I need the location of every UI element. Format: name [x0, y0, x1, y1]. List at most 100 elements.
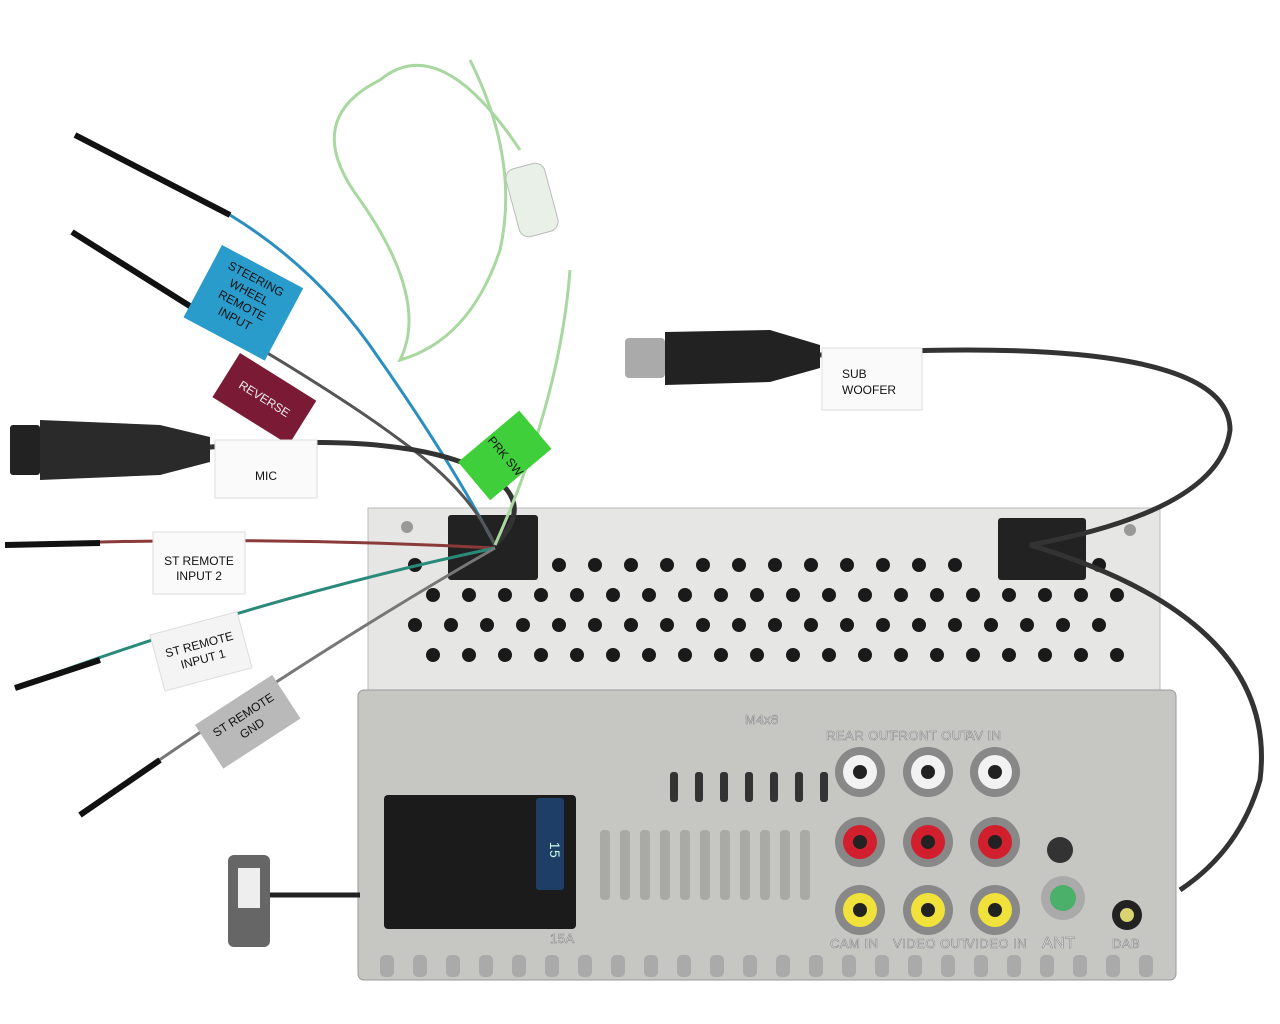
tag-text: ST REMOTE — [164, 554, 234, 568]
tag-text: SUB — [842, 367, 867, 381]
vent-hole — [1002, 588, 1016, 602]
vent-hole — [1038, 648, 1052, 662]
subwoofer-plug — [665, 330, 820, 385]
screw — [1124, 524, 1136, 536]
rca-plug-subwoofer — [625, 338, 665, 378]
vent-hole — [732, 558, 746, 572]
vent-hole — [498, 588, 512, 602]
rib — [1040, 955, 1054, 977]
fuse-label: 15 — [547, 842, 563, 859]
rib — [1007, 955, 1021, 977]
front-out-label: FRONT OUT — [890, 728, 970, 743]
slot — [670, 772, 678, 802]
vent-hole — [660, 618, 674, 632]
ant-label: ANT — [1042, 935, 1076, 952]
av-in-label: AV IN — [966, 728, 1002, 743]
reverse-tag: REVERSE — [212, 353, 317, 445]
st-remote-input2-tag: ST REMOTE INPUT 2 — [152, 531, 246, 595]
vent-hole — [912, 618, 926, 632]
rib — [620, 830, 630, 900]
slot — [820, 772, 828, 802]
vent-hole — [552, 558, 566, 572]
rib — [600, 830, 610, 900]
small-jack — [1047, 837, 1073, 863]
screw-marking: M4x8 — [745, 712, 779, 727]
vent-hole — [1074, 648, 1088, 662]
vent-hole — [696, 618, 710, 632]
rib — [644, 955, 658, 977]
vent-hole — [948, 618, 962, 632]
vent-hole — [930, 648, 944, 662]
slot — [745, 772, 753, 802]
vent-hole — [786, 588, 800, 602]
vent-hole — [894, 588, 908, 602]
rib — [780, 830, 790, 900]
rca-jacks — [835, 747, 1020, 935]
inline-fuse-holder — [505, 162, 559, 238]
slot — [795, 772, 803, 802]
vent-hole — [642, 648, 656, 662]
rib — [660, 830, 670, 900]
vent-hole — [444, 618, 458, 632]
slot — [770, 772, 778, 802]
vent-hole — [966, 648, 980, 662]
rib — [578, 955, 592, 977]
vent-hole — [642, 588, 656, 602]
rib — [974, 955, 988, 977]
rib — [776, 955, 790, 977]
rib — [380, 955, 394, 977]
rib — [760, 830, 770, 900]
screw — [401, 521, 413, 533]
vent-hole — [408, 618, 422, 632]
vent-hole — [624, 558, 638, 572]
vent-hole — [480, 618, 494, 632]
vent-hole — [426, 648, 440, 662]
vent-hole — [786, 648, 800, 662]
vent-hole — [822, 588, 836, 602]
vent-hole — [1056, 618, 1070, 632]
st-remote-gnd-tag: ST REMOTE GND — [195, 674, 301, 769]
rib — [512, 955, 526, 977]
vent-hole — [534, 588, 548, 602]
rear-out-label: REAR OUT — [826, 728, 897, 743]
vent-hole — [768, 618, 782, 632]
vent-holes — [408, 558, 1124, 662]
rib — [875, 955, 889, 977]
subwoofer-tag: SUB WOOFER — [821, 347, 923, 411]
vent-hole — [750, 648, 764, 662]
vent-hole — [498, 648, 512, 662]
vent-hole — [858, 648, 872, 662]
vent-hole — [1002, 648, 1016, 662]
vent-hole — [1092, 618, 1106, 632]
vent-hole — [570, 588, 584, 602]
rib — [908, 955, 922, 977]
video-in-label: VIDEO IN — [966, 936, 1027, 951]
iso-connector[interactable] — [384, 795, 576, 929]
rib — [941, 955, 955, 977]
vent-hole — [768, 558, 782, 572]
slot — [695, 772, 703, 802]
vent-hole — [462, 648, 476, 662]
tag-text: INPUT 2 — [176, 569, 222, 583]
steering-wheel-remote-tag: STEERING WHEEL REMOTE INPUT — [183, 245, 304, 361]
vent-hole — [534, 648, 548, 662]
rib — [800, 830, 810, 900]
vent-hole — [1038, 588, 1052, 602]
vent-hole — [606, 588, 620, 602]
mic-tag: MIC — [214, 439, 318, 499]
vent-hole — [462, 588, 476, 602]
vent-hole — [804, 618, 818, 632]
vent-hole — [660, 558, 674, 572]
rib — [680, 830, 690, 900]
vent-hole — [750, 588, 764, 602]
vent-hole — [822, 648, 836, 662]
vent-hole — [804, 558, 818, 572]
rib — [1073, 955, 1087, 977]
rib — [740, 830, 750, 900]
vent-hole — [876, 618, 890, 632]
tag-text: MIC — [255, 469, 277, 483]
vent-hole — [1110, 648, 1124, 662]
slot — [720, 772, 728, 802]
vent-hole — [678, 648, 692, 662]
